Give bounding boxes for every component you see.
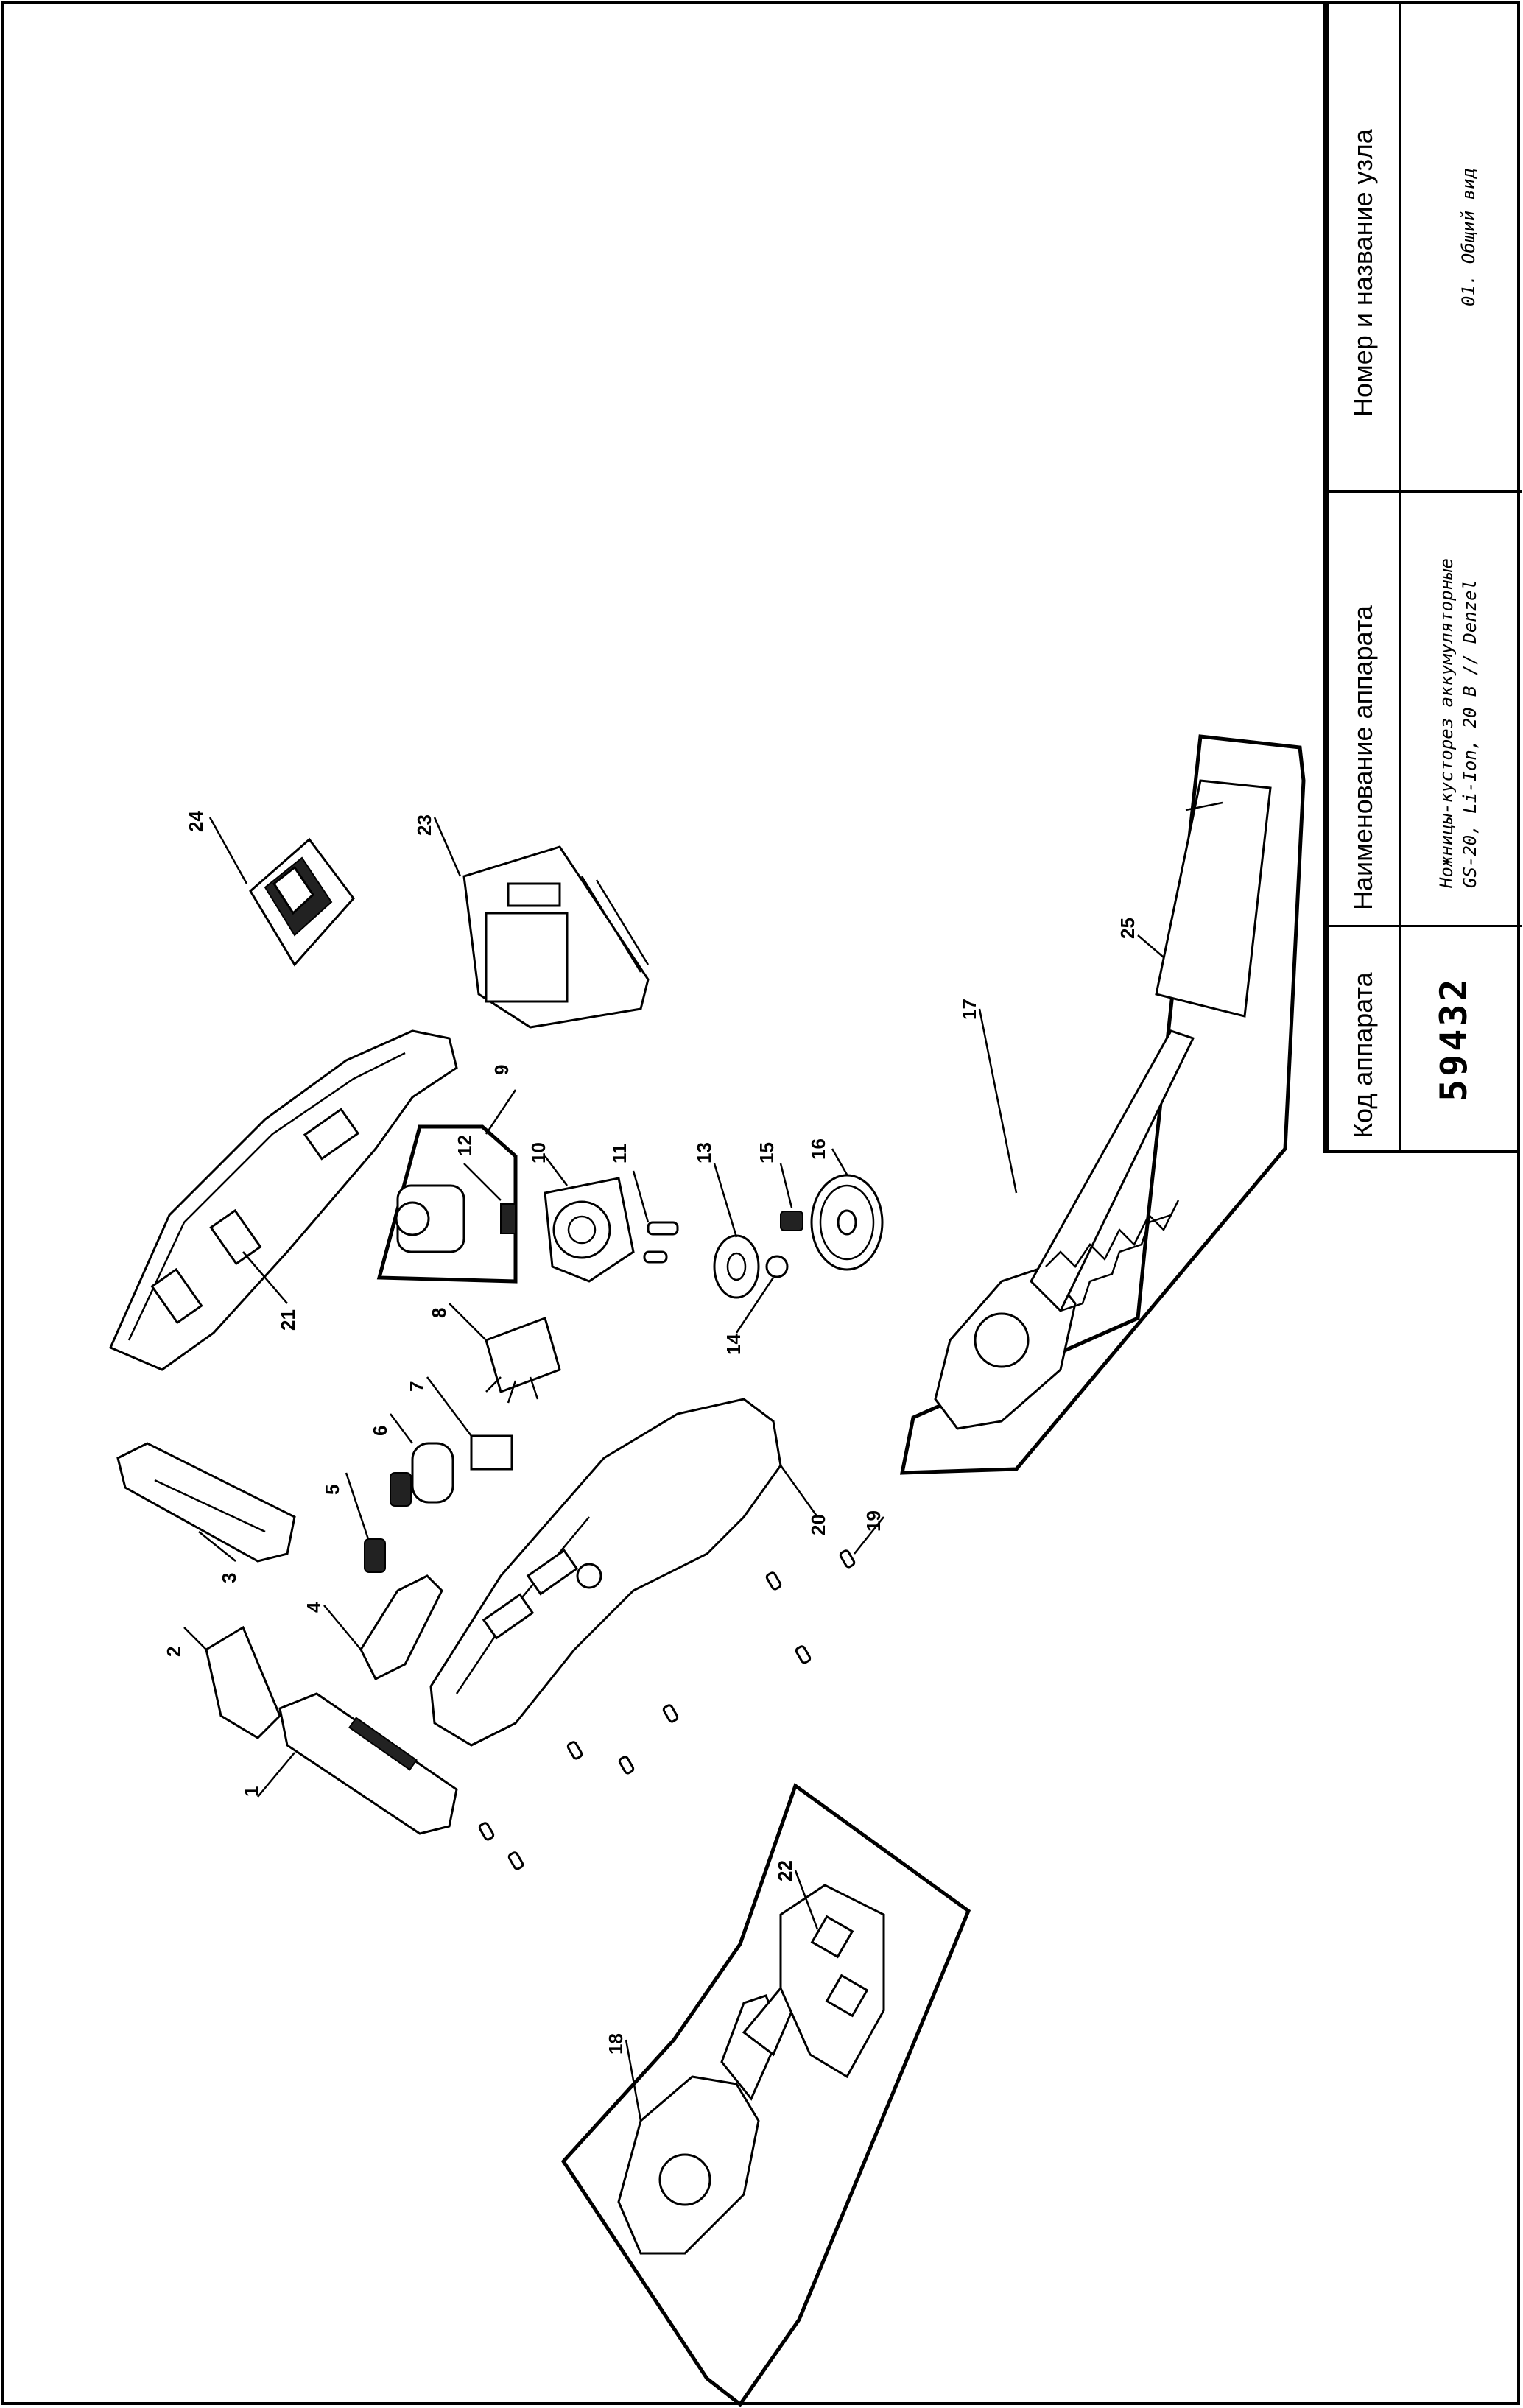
part-label-22: 22 — [774, 1860, 796, 1881]
part-label-5: 5 — [321, 1485, 343, 1495]
part-label-17: 17 — [958, 999, 980, 1020]
part-20-handle-housing — [429, 1398, 782, 1747]
part-21-housing-half — [109, 1029, 458, 1371]
part-label-9: 9 — [490, 1065, 513, 1075]
part-8-cables — [485, 1317, 561, 1404]
part-label-10: 10 — [527, 1142, 549, 1163]
part-label-7: 7 — [406, 1381, 428, 1392]
part-label-18: 18 — [605, 2033, 627, 2055]
part-14-washer — [765, 1255, 789, 1278]
device-header: Наименование аппарата — [1348, 605, 1378, 910]
part-19-screws — [478, 1549, 856, 1870]
part-5-springs — [364, 1472, 412, 1573]
part-25-blade-cover — [1155, 779, 1272, 1018]
part-17-hedge-blade — [934, 1029, 1195, 1430]
part-label-2: 2 — [163, 1647, 185, 1657]
part-label-8: 8 — [428, 1308, 450, 1318]
part-label-11: 11 — [608, 1144, 630, 1164]
part-1-side-panel — [278, 1692, 458, 1835]
part-9-assembly-box — [376, 1124, 518, 1284]
part-10-motor-bracket — [544, 1177, 635, 1283]
part-16-large-gear — [810, 1174, 884, 1271]
part-label-3: 3 — [218, 1573, 240, 1583]
part-label-24: 24 — [185, 811, 207, 832]
code-value: 59432 — [1432, 976, 1475, 1102]
part-24-battery — [249, 837, 355, 967]
part-label-16: 16 — [807, 1138, 829, 1160]
part-label-13: 13 — [693, 1142, 715, 1163]
part-label-23: 23 — [413, 814, 435, 836]
part-label-20: 20 — [807, 1514, 829, 1535]
part-label-4: 4 — [303, 1602, 325, 1613]
part-label-21: 21 — [277, 1309, 299, 1331]
part-18-grass-shear-blade — [617, 1986, 797, 2255]
part-label-6: 6 — [369, 1426, 391, 1436]
part-label-14: 14 — [722, 1334, 745, 1355]
part-18-assembly-box — [560, 1783, 971, 2407]
device-line2: GS-20, Li-Ion, 20 В // Denzel — [1460, 579, 1480, 888]
part-12-motor — [395, 1184, 516, 1253]
part-4-trigger — [359, 1574, 443, 1681]
assembly-header: Номер и название узла — [1348, 129, 1378, 417]
part-label-15: 15 — [756, 1142, 778, 1163]
part-22-blade-guard — [779, 1884, 885, 2079]
part-2-lock-switch — [205, 1625, 281, 1739]
device-line1: Ножницы-кусторез аккумуляторные — [1436, 558, 1457, 888]
part-label-12: 12 — [454, 1135, 476, 1156]
part-label-19: 19 — [862, 1510, 884, 1532]
assembly-value: 01. Общий вид — [1458, 168, 1479, 306]
part-7-switch — [470, 1434, 513, 1471]
part-6-capacitor — [411, 1442, 454, 1504]
title-block: Номер и название узла 01. Общий вид Наим… — [1323, 4, 1522, 1153]
part-15-spring — [780, 1211, 803, 1231]
part-13-small-gear — [713, 1234, 760, 1299]
code-header: Код аппарата — [1348, 972, 1378, 1138]
part-23-charger — [462, 845, 650, 1029]
part-label-25: 25 — [1116, 918, 1139, 939]
part-label-1: 1 — [240, 1786, 262, 1797]
part-11-shaft-pin — [643, 1221, 679, 1264]
part-3-cover-plate — [116, 1442, 296, 1563]
